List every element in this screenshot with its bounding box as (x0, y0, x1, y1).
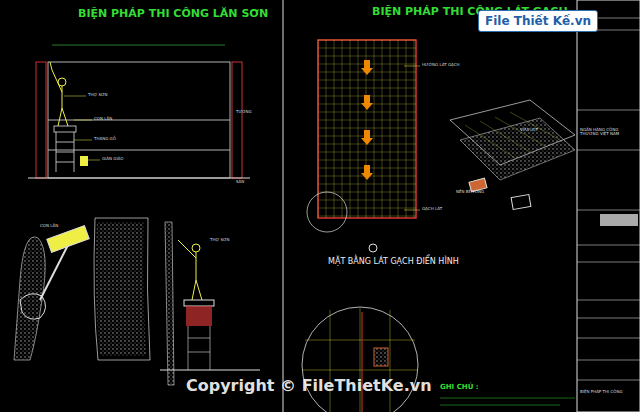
plan-caption: MẶT BẰNG LÁT GẠCH ĐIỂN HÌNH (328, 258, 459, 267)
part-label: GIÀN GIÁO (102, 157, 123, 161)
sheet-heading: BIỆN PHÁP THI CÔNG LĂN SƠN (78, 8, 268, 20)
title-block-text: BIỆN PHÁP THI CÔNG (580, 390, 623, 394)
part-label: VỮA LÓT (520, 128, 538, 132)
part-label: CON LĂN (40, 224, 58, 228)
part-label: GẠCH LÁT (422, 207, 442, 211)
part-label: THỢ SƠN (210, 238, 230, 242)
part-label: TƯỜNG (236, 110, 252, 114)
logo-box: File Thiết Kế.vn (478, 10, 598, 32)
part-label: CON LĂN (94, 117, 112, 121)
title-block-text: NGÂN HÀNG CÔNG THƯƠNG VIỆT NAM (580, 128, 636, 137)
part-label: NỀN BÊ TÔNG (456, 190, 484, 194)
watermark: Copyright © FileThietKe.vn (186, 377, 432, 395)
part-label: THỢ SƠN (88, 93, 108, 97)
logo-text: File Thiết Kế.vn (485, 14, 591, 28)
part-label: HƯỚNG LÁT GẠCH (422, 63, 460, 67)
part-label: SÀN (236, 180, 244, 184)
notes-heading: GHI CHÚ : (440, 384, 479, 392)
part-label: THANG GỖ (94, 137, 116, 141)
